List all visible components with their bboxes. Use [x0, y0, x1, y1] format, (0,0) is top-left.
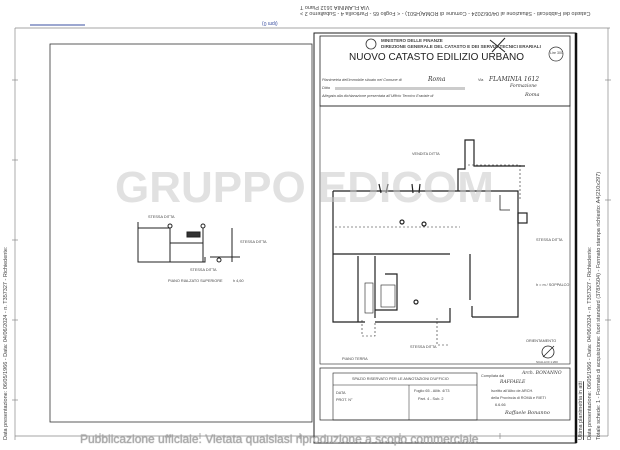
side-right-line1: Ultima planimetria in atti — [578, 381, 584, 440]
form-via-label: Via — [478, 78, 484, 82]
side-left-text: Data presentazione: 06/05/1966 - Data: 0… — [3, 246, 9, 440]
plan-label: STESSA DITTA — [148, 215, 175, 219]
form-title: NUOVO CATASTO EDILIZIO URBANO — [349, 52, 525, 63]
plan-label: h 4,60 — [233, 279, 244, 283]
form-ufficio: Roma — [525, 92, 540, 98]
direction-label: DIREZIONE GENERALE DEL CATASTO E DEI SER… — [381, 44, 541, 49]
price-badge: Lire 300 — [550, 51, 563, 55]
form-row3-label: Allegata alla dichiarazione presentata a… — [322, 94, 434, 98]
scale-label: SCALA DI 1:200 — [536, 360, 558, 364]
compiled-label: Compilata dal — [481, 374, 505, 378]
left-floorplan — [137, 222, 240, 263]
redacted-owner — [335, 87, 465, 90]
plan-label: VENDITA DITTA — [412, 152, 440, 156]
plan-label: STESSA DITTA — [410, 345, 437, 349]
watermark-logo: GRUPPO EDICOM — [115, 163, 494, 212]
form-ditta-value: Formazione — [510, 84, 537, 89]
form-ditta-label: Ditta — [322, 86, 330, 90]
plan-label: STESSA DITTA — [190, 268, 217, 272]
compiled-by: Arch. BONANNO — [522, 371, 562, 376]
form-via: FLAMINIA 1612 — [489, 76, 540, 83]
reserved-label: SPAZIO RISERVATO PER LE ANNOTAZIONI D'UF… — [352, 377, 449, 381]
ministry-label: MINISTERO DELLE FINANZE — [381, 38, 443, 43]
right-floorplan — [332, 139, 555, 359]
signature: Raffaele Bonanno — [505, 410, 550, 416]
compiled-name: RAFFAELE — [500, 380, 526, 385]
watermark-notice: Pubblicazione ufficiale. Vietata qualsia… — [80, 432, 479, 446]
data-label: DATA — [336, 391, 346, 395]
plan-label: STESSA DITTA — [536, 238, 563, 242]
form-comune: Roma — [428, 76, 446, 83]
floor-label: PIANO TERRA — [342, 357, 368, 361]
orientation-label: ORIENTAMENTO — [526, 339, 557, 343]
prot-label: PROT. N° — [336, 398, 353, 402]
provincia-label: della Provincia di ROMA e RIETI — [491, 396, 546, 400]
part-note: Part. 4 - Sub. 2 — [418, 397, 444, 401]
foglio-note: Foglio 65 - Allib. 4/73 — [414, 389, 450, 393]
form-row1-label: Planimetria dell'immobile situato nel Co… — [322, 78, 402, 82]
side-right-line3: Totale schede: 1 - Formato di acquisizio… — [596, 171, 602, 440]
plan-label: PIANO RIALZATO SUPERIORE — [168, 279, 223, 283]
side-right-line2: Data presentazione: 06/05/1966 - Data: 0… — [587, 246, 593, 440]
albo-label: Iscritto all'Albo de ARCH. — [491, 389, 534, 393]
plan-label: STESSA DITTA — [240, 240, 267, 244]
compiled-date: 6.6.66 — [495, 403, 506, 407]
plan-label: h = m / SOPPALCO — [536, 283, 570, 287]
